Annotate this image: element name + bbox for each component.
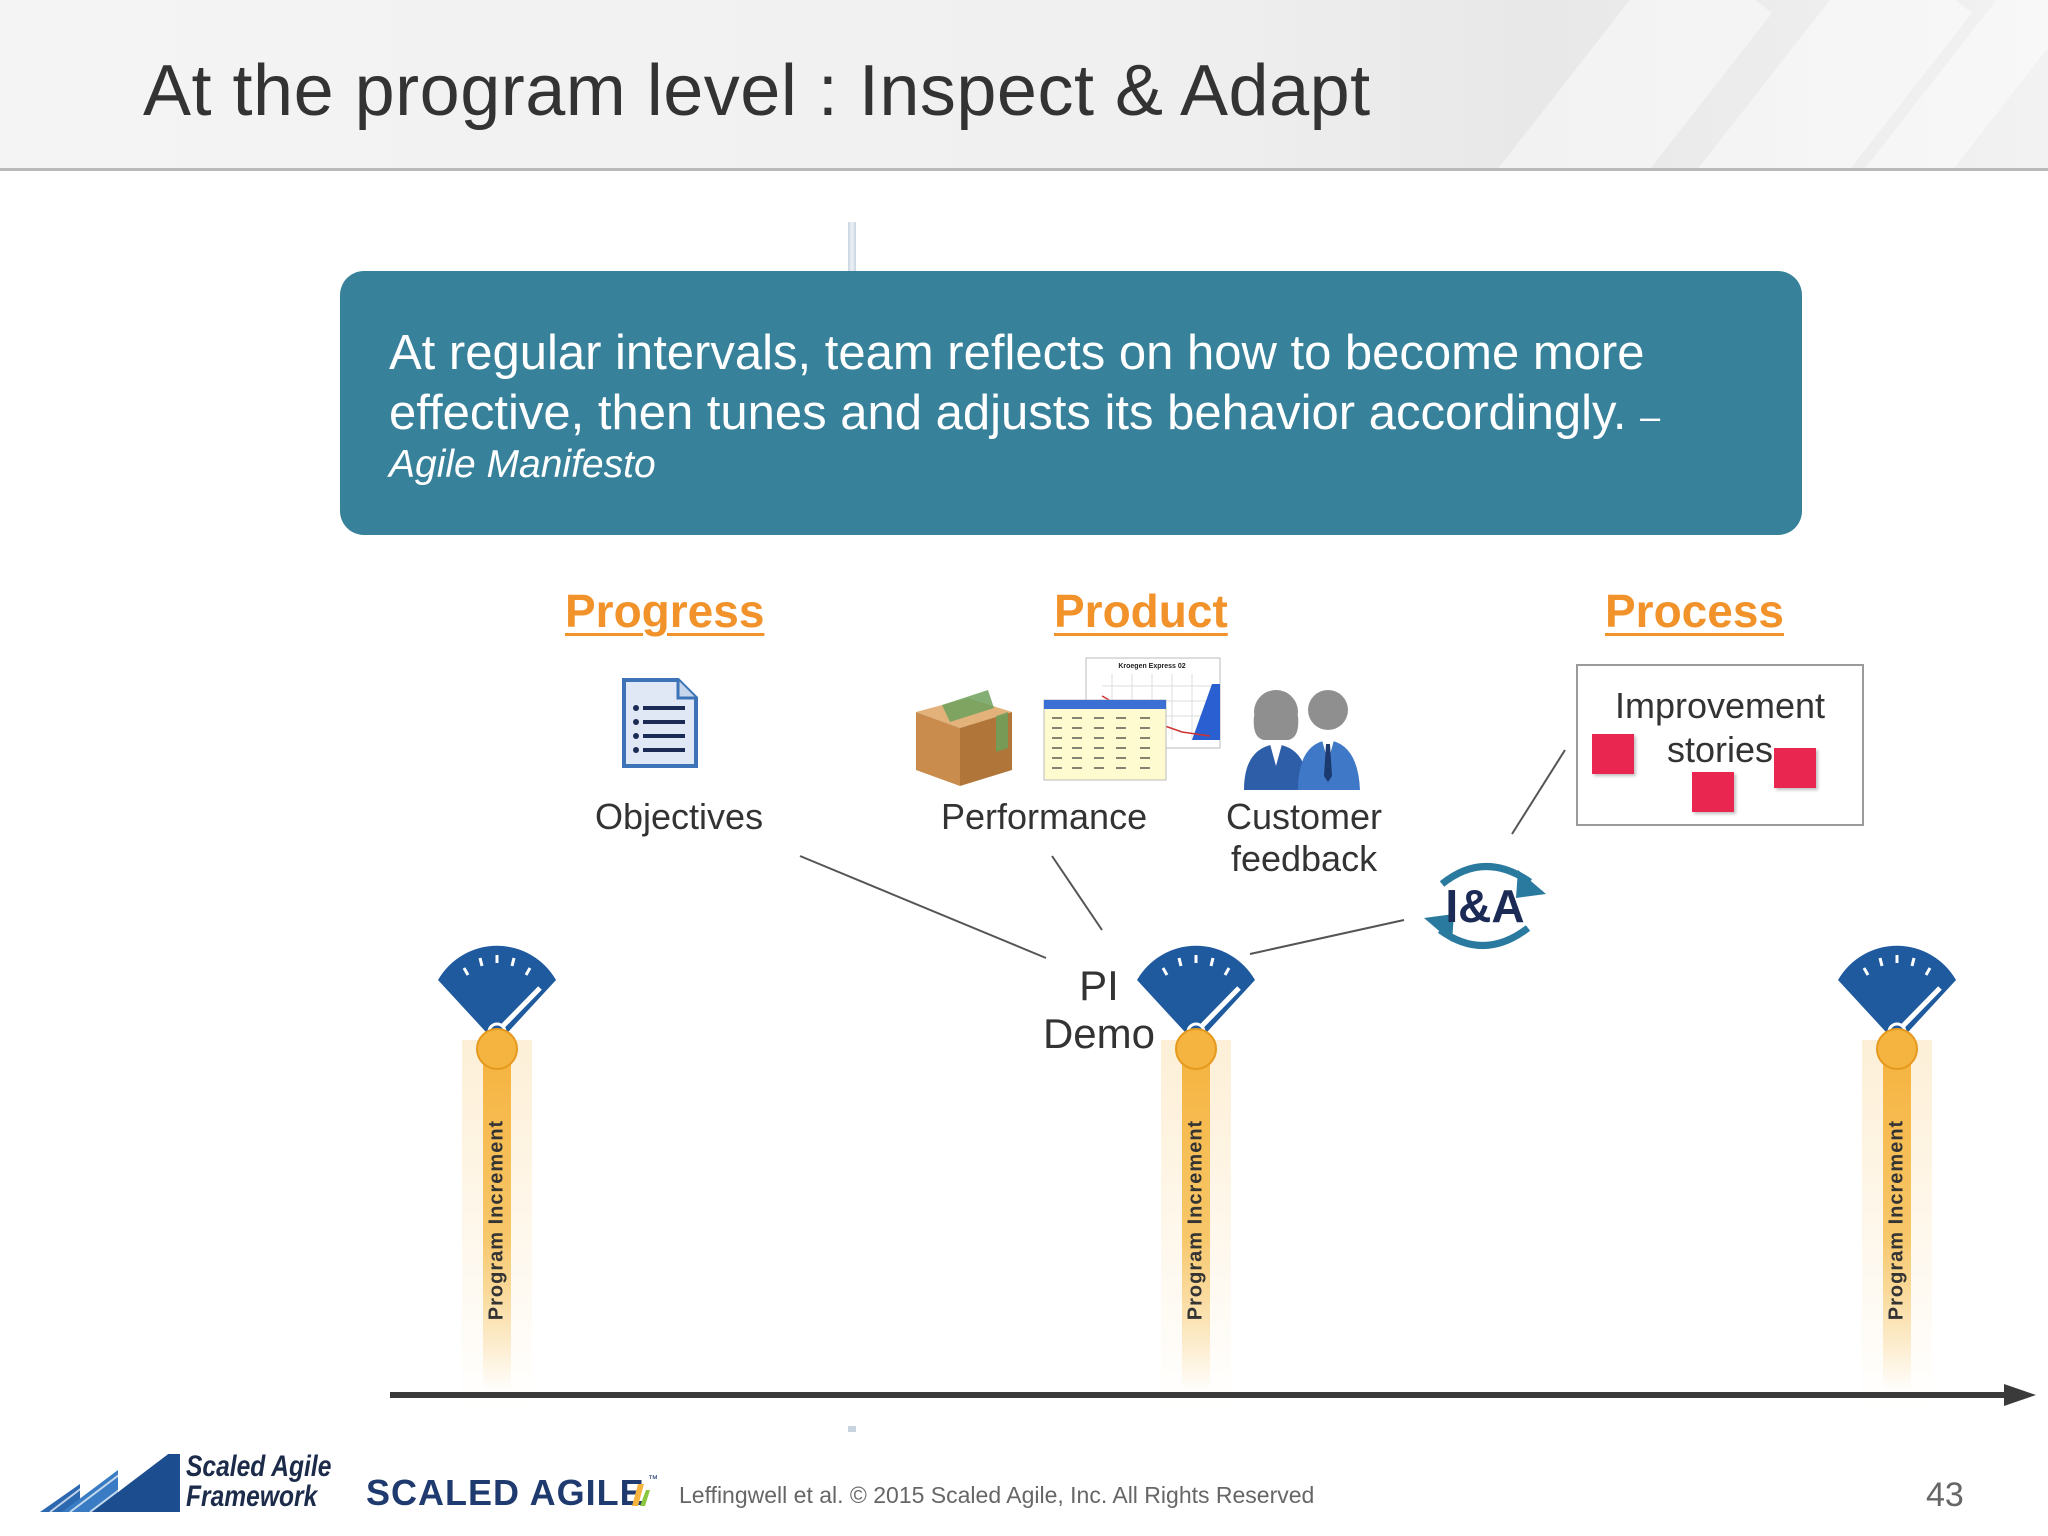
gauge-icon [1133,940,1259,1080]
page-number: 43 [1926,1476,1964,1515]
saf-logo-text: Scaled Agile Framework [186,1452,331,1512]
program-increment-label: Program Increment [1886,1120,1909,1320]
saf-logo-icon [40,1444,190,1514]
program-increment-text: Program Increment [483,1050,511,1390]
program-increment-text: Program Increment [1883,1050,1911,1390]
ia-badge-text: I&A [1445,880,1524,932]
program-increment-label: Program Increment [486,1120,509,1320]
program-increment-label: Program Increment [1185,1120,1208,1320]
gauge-icon [434,940,560,1080]
saf-logo-line2: Framework [186,1482,331,1512]
trademark-symbol: ™ [648,1474,658,1485]
scaled-agile-brand: SCALED AGILE [366,1472,645,1514]
timeline-arrow [390,1380,2040,1410]
program-increment-beam: Program Increment [483,1050,511,1390]
saf-logo-line1: Scaled Agile [186,1452,331,1482]
copyright-text: Leffingwell et al. © 2015 Scaled Agile, … [679,1482,1314,1509]
program-increment-text: Program Increment [1182,1050,1210,1390]
connector-stub [848,1426,856,1432]
ia-cycle-icon: I&A [1418,856,1552,956]
gauge-icon [1834,940,1960,1080]
brand-mark-icon [630,1480,650,1506]
program-increment-beam: Program Increment [1883,1050,1911,1390]
program-increment-beam: Program Increment [1182,1050,1210,1390]
